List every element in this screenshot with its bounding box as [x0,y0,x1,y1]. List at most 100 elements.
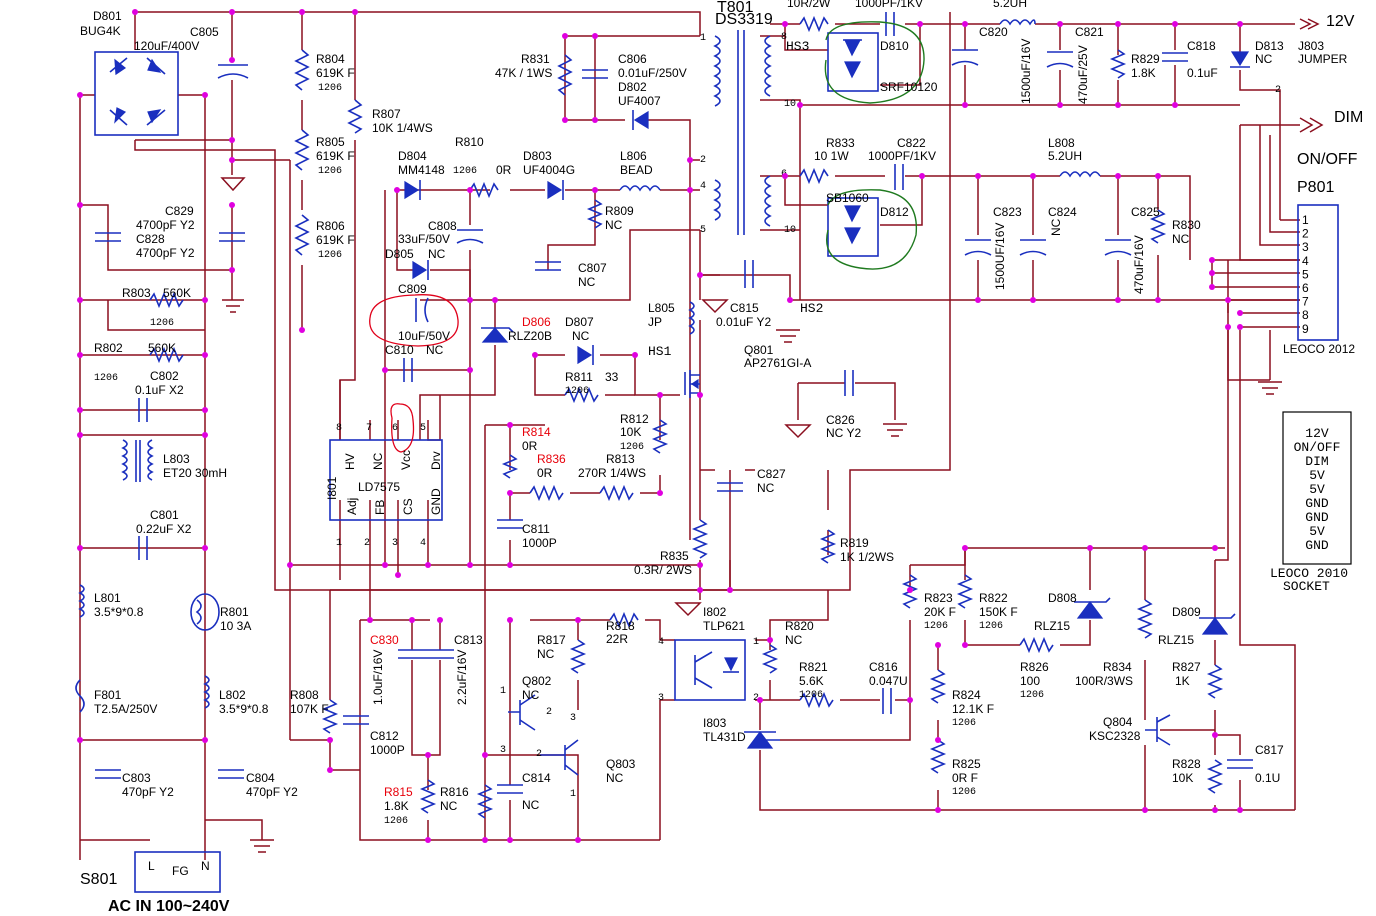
label-r821: R821 [799,660,828,674]
junction-dot [1212,807,1218,813]
value-c823: 1500UF/16V [993,223,1007,290]
value-r812: 10K [620,425,641,439]
label-r833: R833 [826,136,855,150]
label-c822: C822 [897,136,926,150]
connector-pin-7: 7 [1302,295,1309,309]
diode-d813 [1230,51,1250,68]
value-c803: 470pF Y2 [122,785,174,799]
capacitor-c806 [582,69,608,79]
resistor-r816 [476,784,494,819]
capacitor-c827 [717,482,743,492]
label-c809: C809 [398,282,427,296]
pin-l: L [148,859,155,873]
t801-pin-4: 4 [700,181,706,192]
label-s801: S801 [80,871,117,888]
connector-pin-1: 1 [1302,213,1309,227]
label-r825: R825 [952,757,981,771]
junction-dot [1225,324,1231,330]
value-c829: 4700pF Y2 [136,218,195,232]
junction-dot [482,752,488,758]
resistor-r830 [1149,209,1167,244]
junction-dot [507,422,513,428]
label-r817: R817 [537,633,566,647]
value-r835: 0.3R/ 2WS [634,563,692,577]
socket-line: 5V [1309,524,1325,539]
ic-pin-1: 1 [336,538,342,549]
value-r814: 0R [522,439,538,453]
label-l808: L808 [1048,136,1075,150]
value-j803: JUMPER [1298,52,1348,66]
value-l807: 5.2UH [993,0,1027,10]
resistor-r805 [294,129,310,171]
value-d810: SRF10120 [880,80,938,94]
junction-dot [77,545,83,551]
junction-dots [77,9,1243,843]
label-c810: C810 [385,343,414,357]
label-r819: R819 [840,536,869,550]
tl431-i803 [744,731,780,749]
value-c811: 1000P [522,536,557,550]
value-r804: 619K F [316,66,355,80]
value-c830: 1.0uF/16V [371,650,385,705]
value-c802: 0.1uF X2 [135,383,184,397]
junction-dot [697,392,703,398]
junction-dot [562,117,568,123]
capacitor-c807 [535,261,561,271]
junction-dot [1212,732,1218,738]
connector-p801 [1297,204,1339,341]
junction-dot [77,432,83,438]
value-r827: 1K [1175,674,1190,688]
junction-dot [229,157,235,163]
junction-dot [1212,545,1218,551]
diode-d803 [547,180,564,200]
resistor-r835 [691,519,709,559]
value-r836: 0R [537,466,553,480]
opto-pin-4: 4 [658,637,664,648]
value-c806: 0.01uF/250V [618,66,687,80]
bjt-q802 [508,694,536,731]
label-r820: R820 [785,619,814,633]
label-c802: C802 [150,369,179,383]
value-c826: NC Y2 [826,426,861,440]
optocoupler-i802 [674,639,746,701]
label-d812: D812 [880,205,909,219]
pin-fb: FB [373,500,387,515]
value-r811: 33 [605,370,619,384]
junction-dot [1115,173,1121,179]
capacitor-c817 [1227,759,1253,769]
junction-dot [1237,324,1243,330]
resistor-r831 [557,54,573,96]
resistor-r817 [569,639,587,674]
pkg-r804: 1206 [318,83,342,94]
diode-d807 [577,345,594,365]
capacitor-c810 [403,358,413,382]
junction-dot [1209,284,1215,290]
capacitor-c809 [415,297,429,323]
opto-pin-1: 1 [753,637,759,648]
value-d808: RLZ15 [1034,619,1070,633]
socket-line: 12V [1305,426,1329,441]
inductor-l805 [688,301,695,335]
label-r836: R836 [537,452,566,466]
pkg-r812: 1206 [620,442,644,453]
label-c820: C820 [979,25,1008,39]
label-sb1060: SB1060 [826,191,869,205]
junction-dot [202,352,208,358]
label-r801: R801 [220,605,249,619]
junction-dot [532,352,538,358]
label-t801: T801 [717,0,754,16]
j803-pin-2: 2 [1275,85,1281,96]
label-p801: P801 [1297,179,1334,196]
value-i801: LD7575 [358,480,400,494]
value-q804: KSC2328 [1089,729,1141,743]
value-r831: 47K / 1WS [495,66,552,80]
junction-dot [632,352,638,358]
label-j803: J803 [1298,39,1324,53]
value-c801: 0.22uF X2 [136,522,192,536]
capacitor-c825 [1104,239,1132,256]
label-c830: C830 [370,633,399,647]
t801-pin-10b: 10 [784,225,796,236]
value-r829: 1.8K [1131,66,1156,80]
value-q802: NC [522,688,540,702]
output-dim: DIM [1334,109,1363,126]
